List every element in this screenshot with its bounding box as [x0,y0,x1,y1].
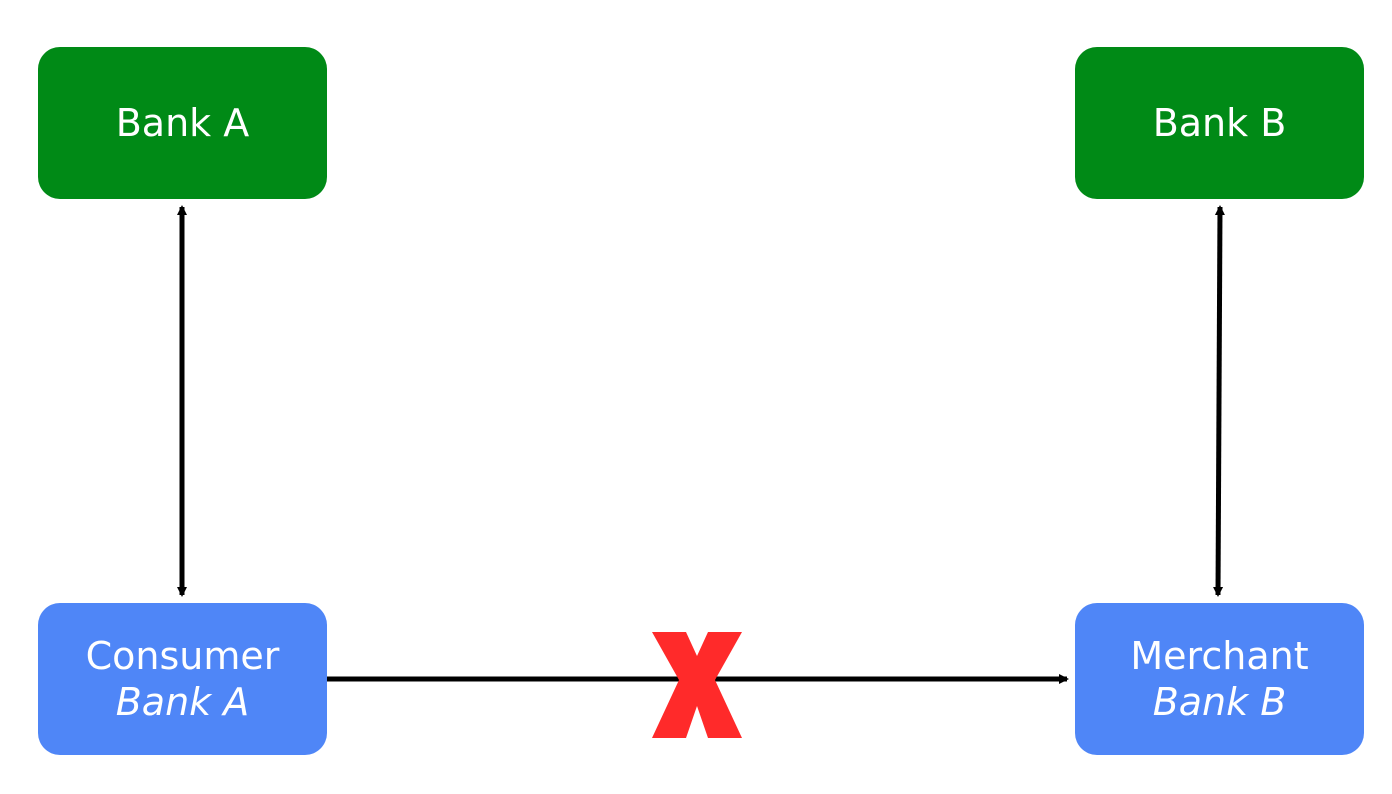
node-merchant-label: Merchant [1130,634,1309,678]
node-bank-b-label: Bank B [1152,101,1287,145]
node-consumer-label: Consumer [85,634,280,678]
blocked-x-icon [652,632,742,738]
node-bank-a-label: Bank A [115,101,250,145]
node-merchant-sublabel: Bank B [1152,680,1287,724]
node-bank-b: Bank B [1075,47,1364,199]
node-merchant: Merchant Bank B [1075,603,1364,755]
node-bank-a: Bank A [38,47,327,199]
node-consumer: Consumer Bank A [38,603,327,755]
node-consumer-sublabel: Bank A [115,680,250,724]
edge-bank-b-merchant [1213,205,1225,597]
